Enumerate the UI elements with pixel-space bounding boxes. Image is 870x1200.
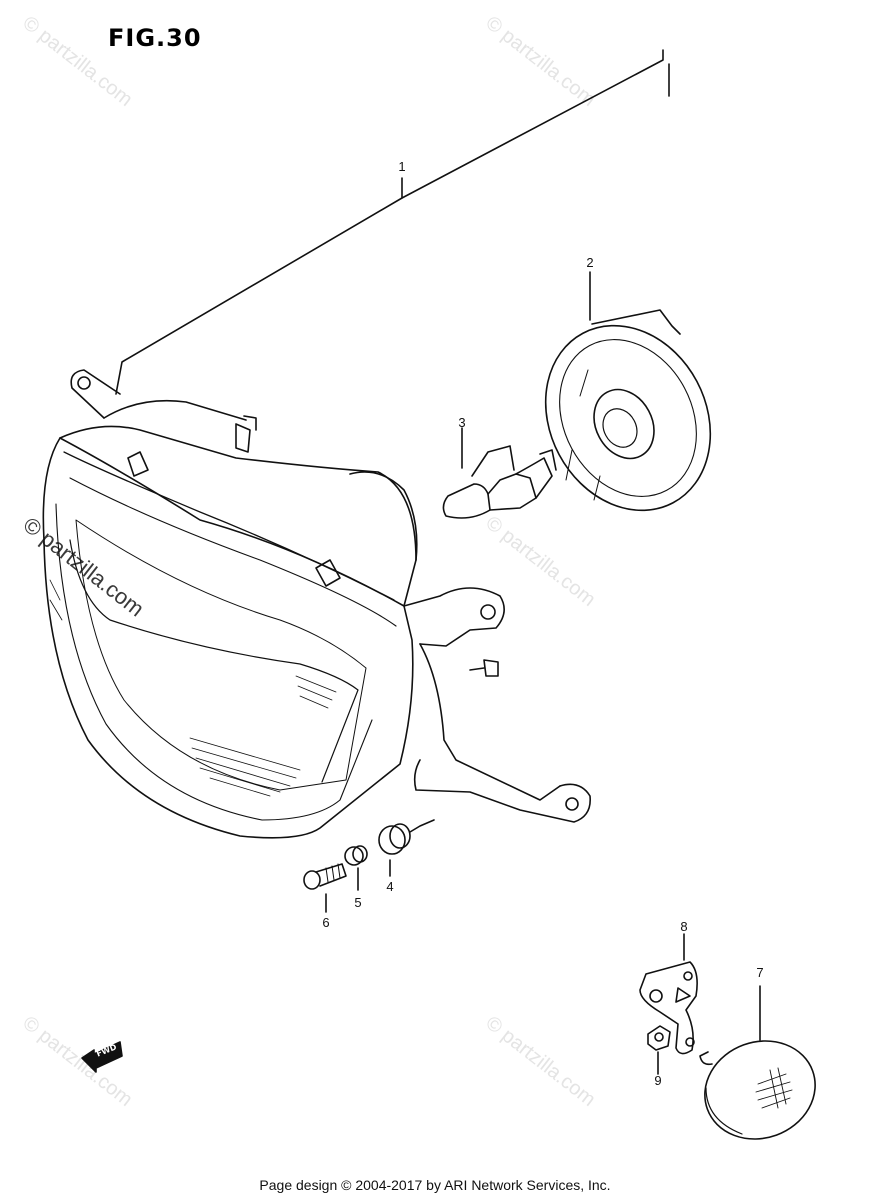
callout-6: 6 bbox=[322, 915, 330, 930]
forward-arrow-icon bbox=[81, 1041, 123, 1073]
nut bbox=[647, 1025, 671, 1075]
callout-3: 3 bbox=[458, 415, 466, 430]
callout-9: 9 bbox=[654, 1073, 662, 1088]
reflector-bracket bbox=[639, 933, 698, 1055]
headlight-bulb bbox=[442, 427, 557, 519]
grommet bbox=[378, 819, 435, 877]
callout-5: 5 bbox=[354, 895, 362, 910]
reflector bbox=[699, 985, 816, 1140]
callout-2: 2 bbox=[586, 255, 594, 270]
collar bbox=[344, 845, 368, 891]
headlight-assembly bbox=[42, 369, 591, 839]
footer-copyright: Page design © 2004-2017 by ARI Network S… bbox=[259, 1177, 611, 1193]
socket-cover bbox=[544, 271, 712, 512]
screw bbox=[303, 863, 347, 913]
callout-7: 7 bbox=[756, 965, 764, 980]
figure-title: FIG.30 bbox=[108, 24, 202, 52]
leader-lines-item-1 bbox=[115, 49, 670, 395]
callout-1: 1 bbox=[398, 159, 406, 174]
callout-4: 4 bbox=[386, 879, 394, 894]
callout-8: 8 bbox=[680, 919, 688, 934]
